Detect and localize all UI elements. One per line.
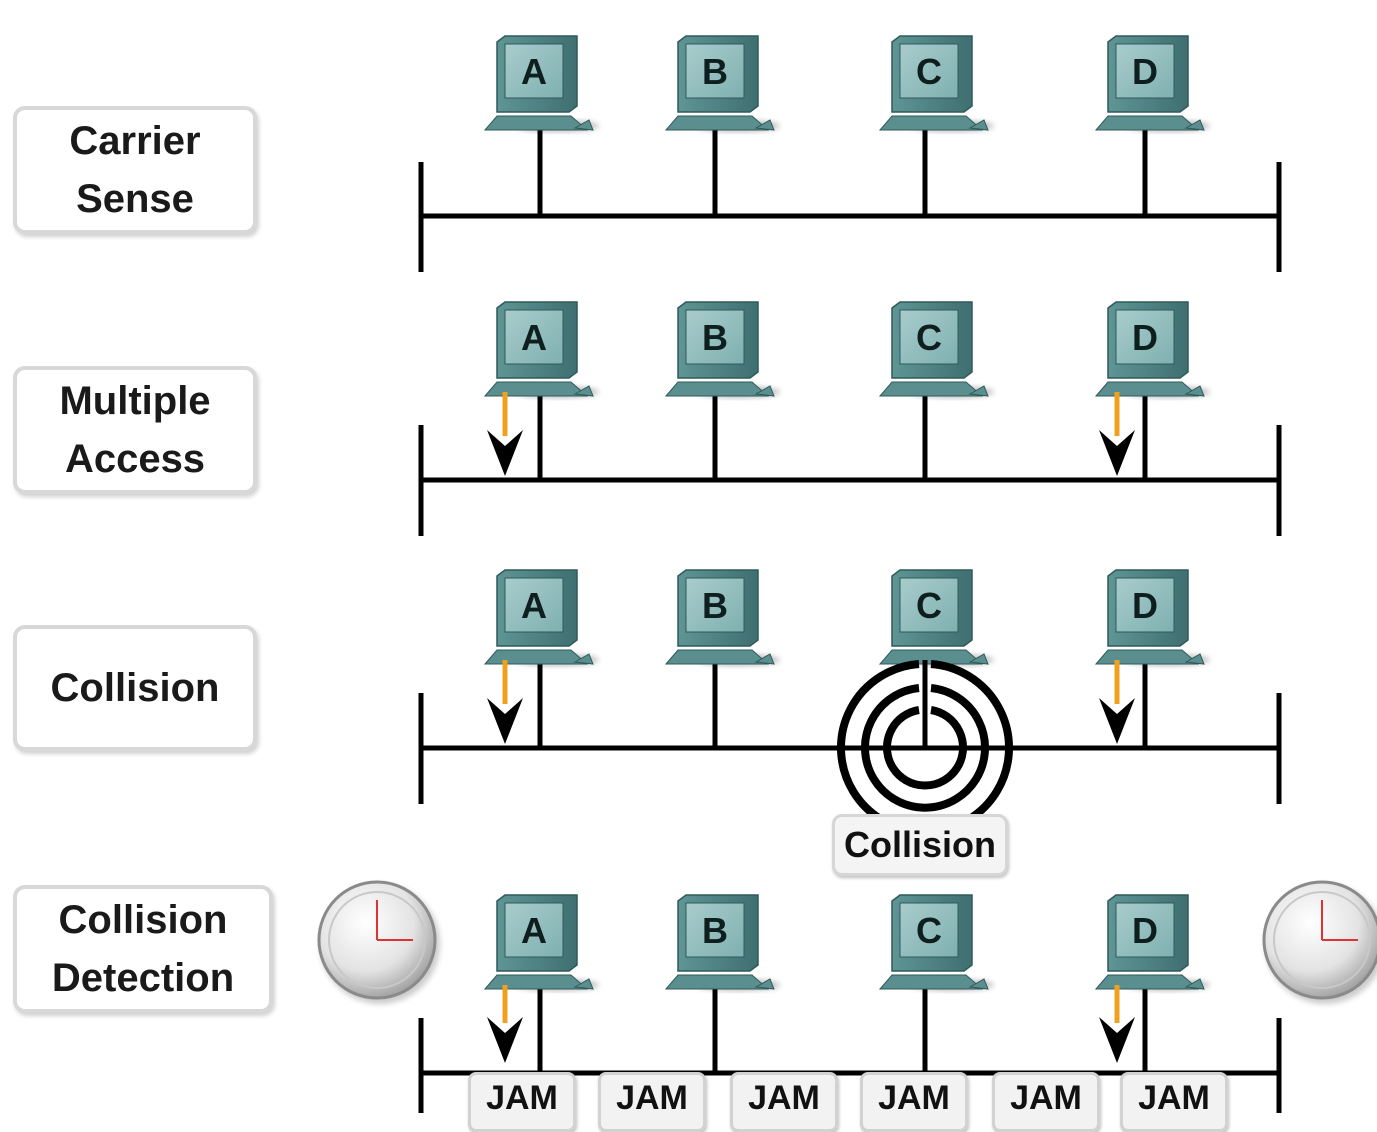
computer-icon: A xyxy=(483,569,599,666)
down-arrow-icon xyxy=(1099,660,1135,744)
station-letter: D xyxy=(1132,51,1158,92)
down-arrow-icon xyxy=(487,660,523,744)
collision-badge: Collision xyxy=(832,814,1008,876)
computer-icon: B xyxy=(664,894,780,991)
station-letter: B xyxy=(702,317,728,358)
station-letter: B xyxy=(702,585,728,626)
station-letter: D xyxy=(1132,585,1158,626)
row-label-collision-detection: Collision Detection xyxy=(13,885,273,1013)
station-letter: A xyxy=(521,317,547,358)
station-letter: D xyxy=(1132,910,1158,951)
jam-signal: JAM xyxy=(860,1072,968,1132)
row-label-carrier-sense: Carrier Sense xyxy=(13,106,257,234)
down-arrow-icon xyxy=(1099,392,1135,476)
clock-icon xyxy=(1262,880,1377,1004)
jam-signal: JAM xyxy=(730,1072,838,1132)
jam-signal: JAM xyxy=(468,1072,576,1132)
station-letter: B xyxy=(702,910,728,951)
down-arrow-icon xyxy=(487,392,523,476)
computer-icon: A xyxy=(483,301,599,398)
station-letter: C xyxy=(916,585,942,626)
station-letter: C xyxy=(916,910,942,951)
computer-icon: C xyxy=(878,569,994,666)
computer-icon: D xyxy=(1094,894,1210,991)
jam-signal: JAM xyxy=(598,1072,706,1132)
computer-icon: B xyxy=(664,569,780,666)
computer-icon: A xyxy=(483,894,599,991)
station-letter: A xyxy=(521,910,547,951)
row-label-collision: Collision xyxy=(13,625,257,751)
computer-icon: D xyxy=(1094,35,1210,132)
row-label-multiple-access: Multiple Access xyxy=(13,366,257,494)
station-letter: B xyxy=(702,51,728,92)
computer-icon: C xyxy=(878,894,994,991)
computer-icon: B xyxy=(664,301,780,398)
computer-icon: C xyxy=(878,35,994,132)
station-letter: C xyxy=(916,51,942,92)
down-arrow-icon xyxy=(1099,985,1135,1063)
station-letter: A xyxy=(521,51,547,92)
station-letter: A xyxy=(521,585,547,626)
computer-icon: C xyxy=(878,301,994,398)
collision-rings-icon xyxy=(837,660,1013,836)
jam-signal: JAM xyxy=(1120,1072,1228,1132)
jam-signal: JAM xyxy=(992,1072,1100,1132)
computer-icon: D xyxy=(1094,569,1210,666)
computer-icon: B xyxy=(664,35,780,132)
station-letter: D xyxy=(1132,317,1158,358)
computer-icon: A xyxy=(483,35,599,132)
station-letter: C xyxy=(916,317,942,358)
down-arrow-icon xyxy=(487,985,523,1063)
computer-icon: D xyxy=(1094,301,1210,398)
clock-icon xyxy=(317,880,440,1004)
